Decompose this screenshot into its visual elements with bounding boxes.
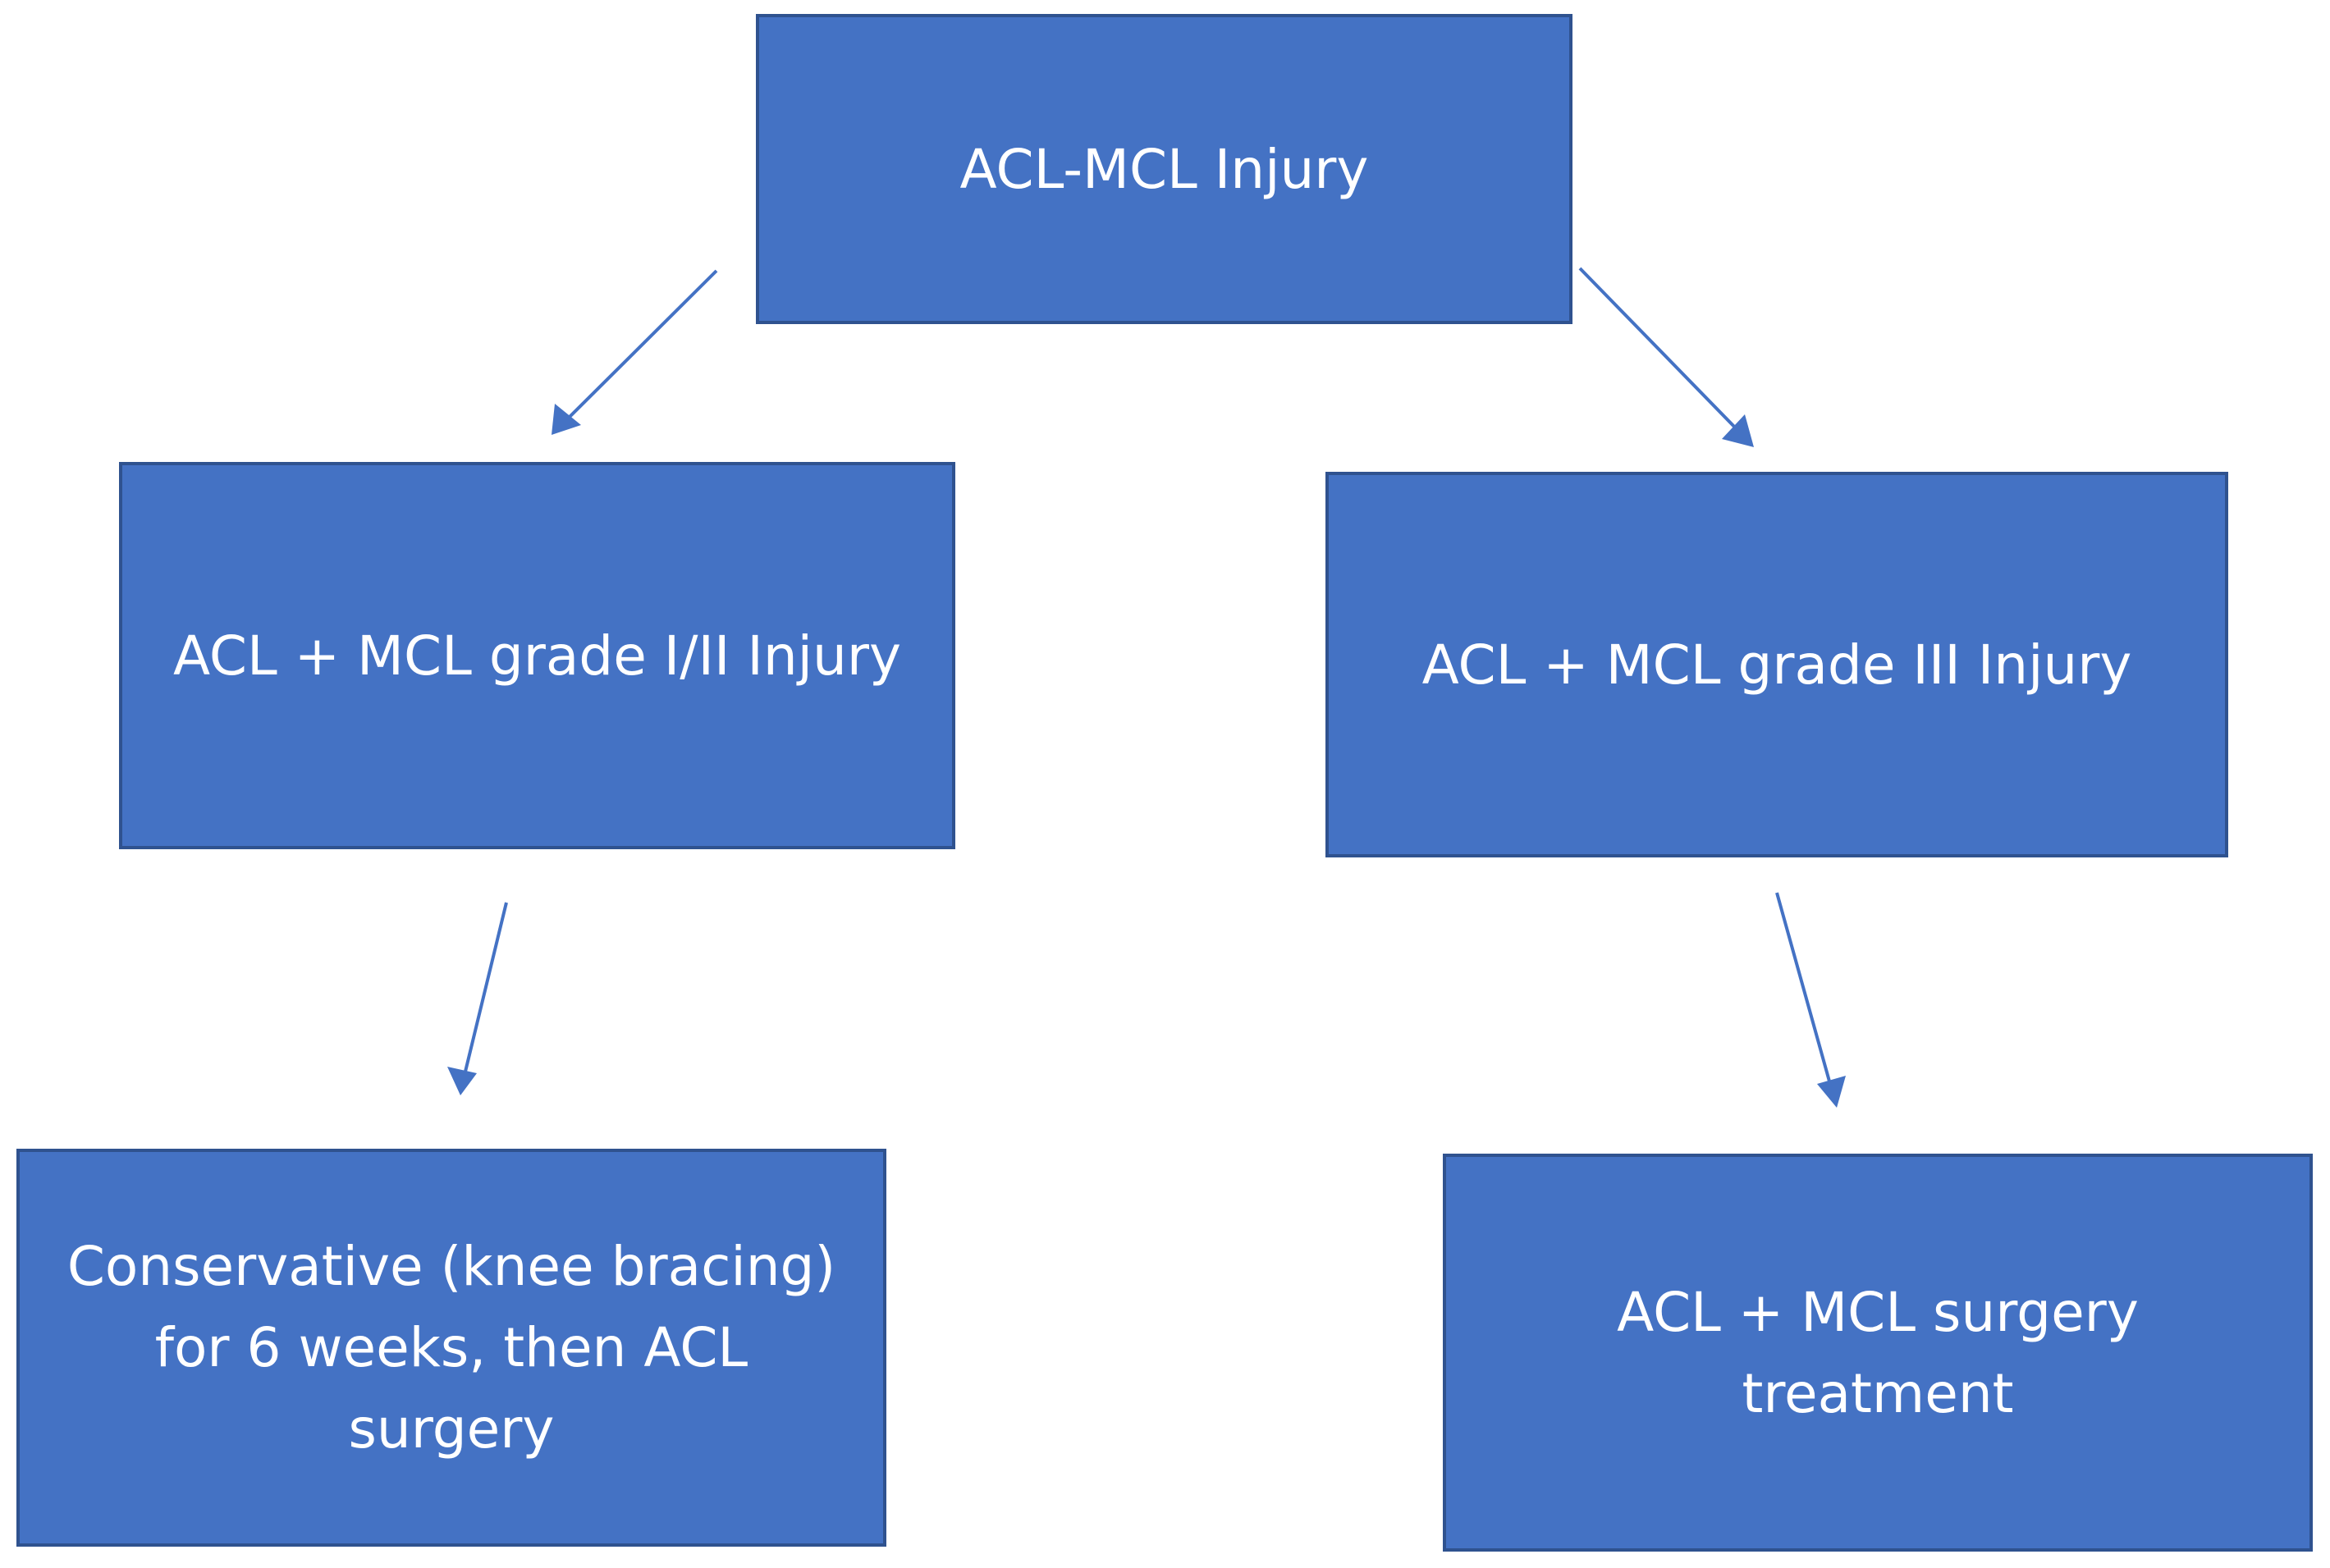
root-node-label: ACL-MCL Injury: [959, 137, 1369, 201]
node-grade-1-2-label: ACL + MCL grade I/II Injury: [172, 624, 902, 688]
arrow-root-to-left: [552, 269, 718, 435]
node-grade-3-label: ACL + MCL grade III Injury: [1421, 633, 2132, 697]
node-grade-1-2-injury: ACL + MCL grade I/II Injury: [119, 462, 955, 849]
arrow-right-to-right-leaf: [1775, 892, 1846, 1108]
arrow-root-to-right: [1578, 267, 1754, 447]
node-conservative-label: Conservative (knee bracing) for 6 weeks,…: [66, 1235, 836, 1461]
node-surgery-treatment: ACL + MCL surgery treatment: [1443, 1154, 2313, 1552]
node-conservative-treatment: Conservative (knee bracing) for 6 weeks,…: [16, 1149, 886, 1547]
arrow-left-to-left-leaf: [447, 902, 508, 1095]
root-node-acl-mcl-injury: ACL-MCL Injury: [756, 14, 1572, 324]
node-surgery-label: ACL + MCL surgery treatment: [1617, 1280, 2139, 1425]
node-grade-3-injury: ACL + MCL grade III Injury: [1325, 472, 2228, 857]
